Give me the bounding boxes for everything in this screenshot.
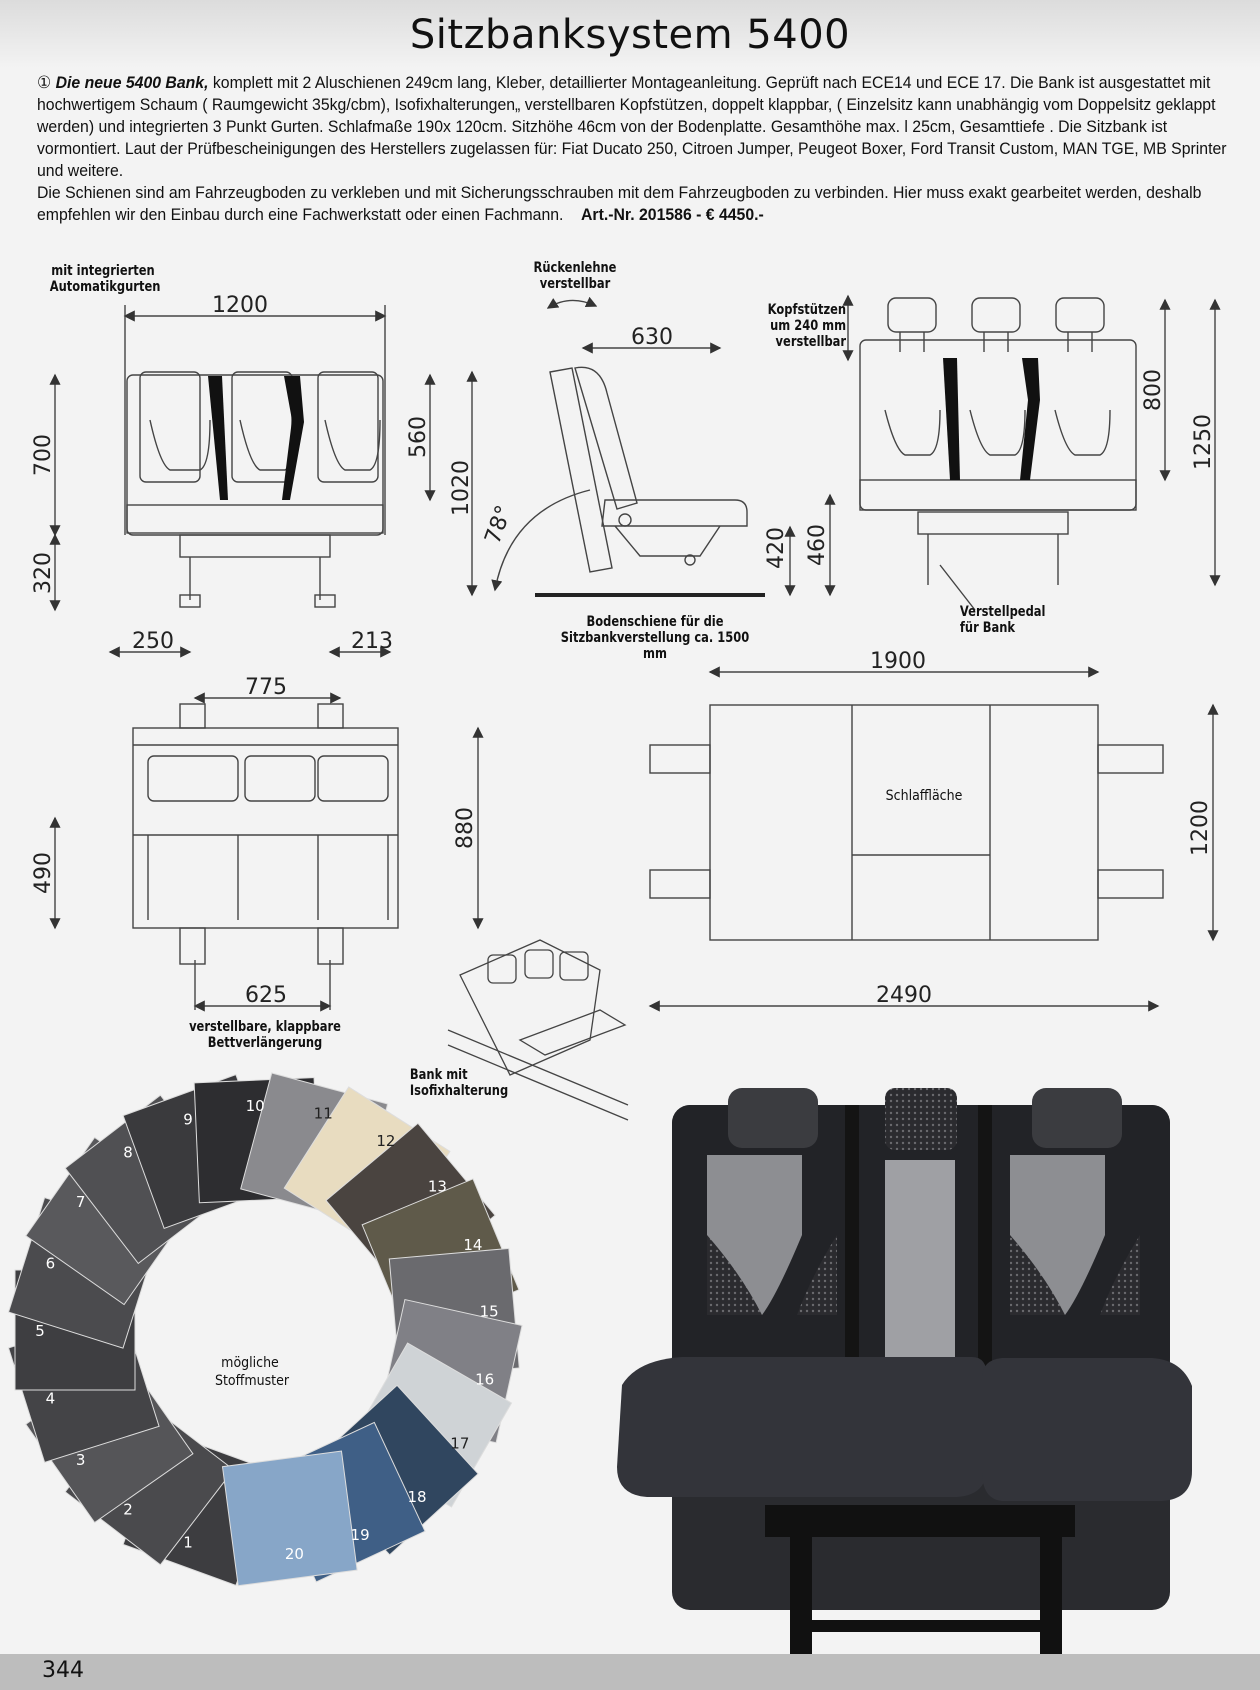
fabric-swatch-number: 7	[76, 1193, 86, 1211]
headrest-note: Kopfstützen um 240 mm verstellbar	[767, 302, 847, 350]
fabric-swatch-number: 14	[463, 1236, 482, 1254]
belts-note: mit integrierten Automatikgurten	[49, 263, 161, 295]
footer-band	[0, 1654, 1260, 1690]
article-number: Art.-Nr. 201586 - € 4450.-	[581, 205, 764, 224]
intro-text: ① Die neue 5400 Bank, komplett mit 2 Alu…	[37, 72, 1227, 226]
dim-800: 800	[1141, 369, 1166, 411]
dim-420: 420	[764, 527, 789, 569]
dim-2490: 2490	[876, 983, 932, 1008]
fabric-swatch-number: 16	[475, 1371, 494, 1389]
fabric-swatch-number: 15	[480, 1302, 499, 1320]
seat-belt-mark	[1020, 358, 1040, 480]
dim-1900: 1900	[870, 649, 926, 674]
fabric-swatch-number: 17	[450, 1435, 469, 1453]
backrest-note: Rückenlehne verstellbar	[533, 260, 617, 292]
seat-belt-mark	[282, 376, 304, 500]
sleep-area-label: Schlaffläche	[886, 788, 963, 804]
dim-1020: 1020	[449, 460, 474, 516]
dim-775: 775	[245, 675, 287, 700]
dim-1200-a: 1200	[212, 293, 268, 318]
dim-880: 880	[453, 807, 478, 849]
dim-460: 460	[805, 524, 830, 566]
extension-note: verstellbare, klappbare Bettverlängerung	[189, 1019, 341, 1051]
fabric-swatch-number: 1	[183, 1533, 193, 1551]
rail-note: Bodenschiene für die Sitzbankverstellung…	[560, 614, 750, 662]
pedal-note: Verstellpedal für Bank	[959, 604, 1046, 636]
fabric-swatch-number: 9	[183, 1111, 193, 1129]
dim-630: 630	[631, 325, 673, 350]
fabric-swatch	[221, 1450, 358, 1587]
side-view-drawing	[466, 296, 836, 597]
header-band	[0, 0, 1260, 68]
dim-250: 250	[132, 629, 174, 654]
fabric-swatch-number: 13	[428, 1177, 447, 1195]
seat-bench-photo	[617, 1088, 1192, 1657]
dim-78-degree: 78°	[480, 502, 517, 547]
dim-1200-b: 1200	[1188, 800, 1213, 856]
top-view-drawing	[49, 692, 484, 1012]
isometric-drawing	[447, 939, 629, 1121]
front-view-drawing	[49, 305, 436, 658]
fabric-swatch-number: 19	[351, 1526, 370, 1544]
intro-lead: Die neue 5400 Bank,	[55, 73, 209, 92]
isofix-note: Bank mit Isofixhalterung	[409, 1067, 509, 1099]
page-number: 344	[42, 1658, 84, 1683]
item-marker: ①	[37, 73, 52, 92]
fabric-swatch-number: 8	[123, 1143, 133, 1161]
fabric-swatch-number: 4	[46, 1390, 56, 1408]
page-title: Sitzbanksystem 5400	[409, 12, 851, 58]
fabric-swatch-number: 11	[314, 1105, 333, 1123]
fabric-swatch-number: 5	[35, 1322, 45, 1340]
intro-body: komplett mit 2 Aluschienen 249cm lang, K…	[37, 73, 1227, 180]
headrest-view-drawing	[842, 294, 1221, 611]
intro-body-2: Die Schienen sind am Fahrzeugboden zu ve…	[37, 183, 1202, 224]
dim-625: 625	[245, 983, 287, 1008]
dim-320: 320	[31, 552, 56, 594]
dim-1250: 1250	[1191, 414, 1216, 470]
fabric-swatch-number: 10	[246, 1097, 265, 1115]
fabric-swatch-number: 3	[76, 1451, 86, 1469]
seat-belt-mark	[943, 358, 960, 480]
fabric-swatch-number: 18	[407, 1488, 426, 1506]
fabric-swatch-number: 12	[376, 1132, 395, 1150]
dim-490: 490	[31, 852, 56, 894]
fabric-swatch-number: 6	[46, 1254, 56, 1272]
dim-213: 213	[351, 629, 393, 654]
fabric-swatch-number: 20	[285, 1545, 304, 1563]
seat-belt-mark	[208, 376, 228, 500]
dim-700: 700	[31, 434, 56, 476]
dim-560: 560	[406, 416, 431, 458]
fabrics-label-line1: mögliche	[221, 1355, 279, 1371]
fabric-swatch-number: 2	[123, 1501, 133, 1519]
fabrics-label-line2: Stoffmuster	[215, 1373, 290, 1389]
sleep-plan-drawing	[648, 666, 1219, 1012]
